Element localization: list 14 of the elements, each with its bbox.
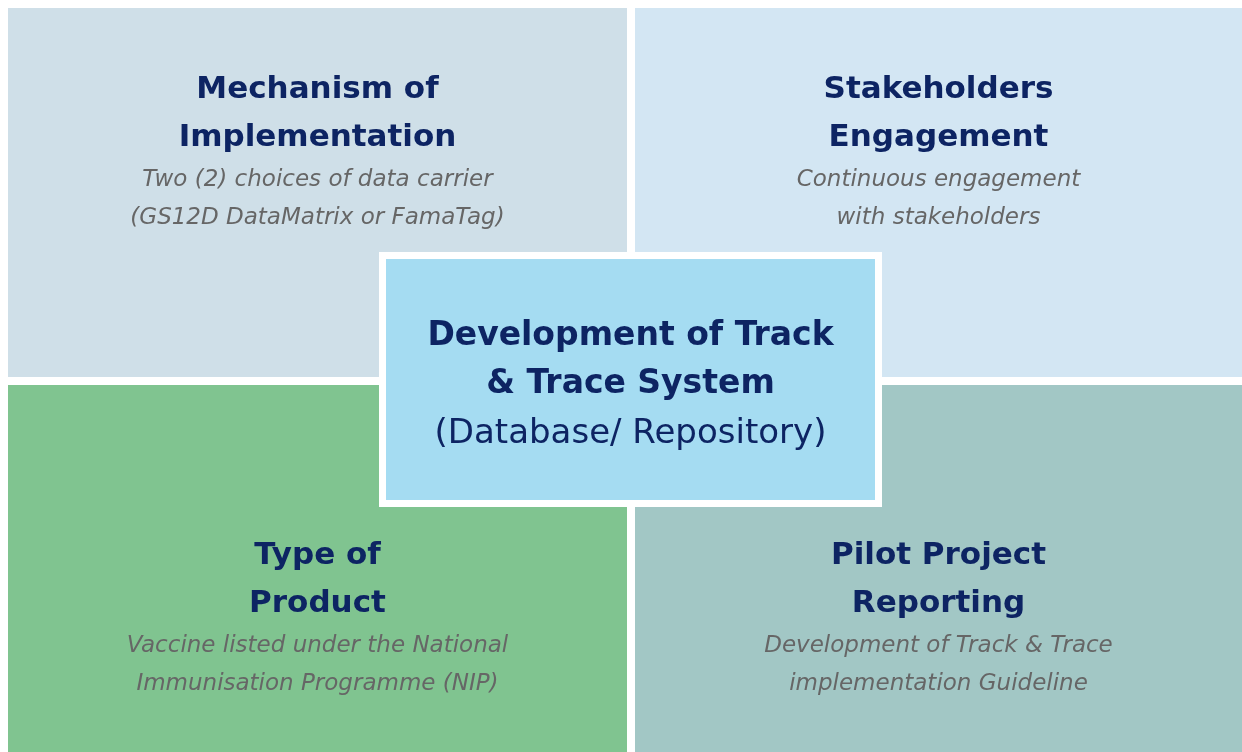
panel-heading: Development of Track & Trace System [426,313,835,403]
panel-heading: Pilot Project Reporting [829,534,1047,621]
panel-heading: Mechanism of Implementation [177,68,458,155]
panel-description: Continuous engagement with stakeholders [795,164,1082,231]
panel-description: Two (2) choices of data carrier (GS12D DataMatrix or FamaTag) [129,164,506,231]
panel-heading: Type of Product [248,534,387,621]
implementation-panel [8,8,627,252]
panel-description: Development of Track & Trace implementation Guideline [763,630,1114,697]
panel-description: Vaccine listed under the National Immunisation Programme (NIP) [125,630,510,697]
stakeholders-panel [635,8,1242,252]
product-panel [8,507,627,752]
panel-description: (Database/ Repository) [434,410,827,453]
panel-heading: Stakeholders Engagement [822,68,1055,155]
reporting-panel [635,507,1242,752]
